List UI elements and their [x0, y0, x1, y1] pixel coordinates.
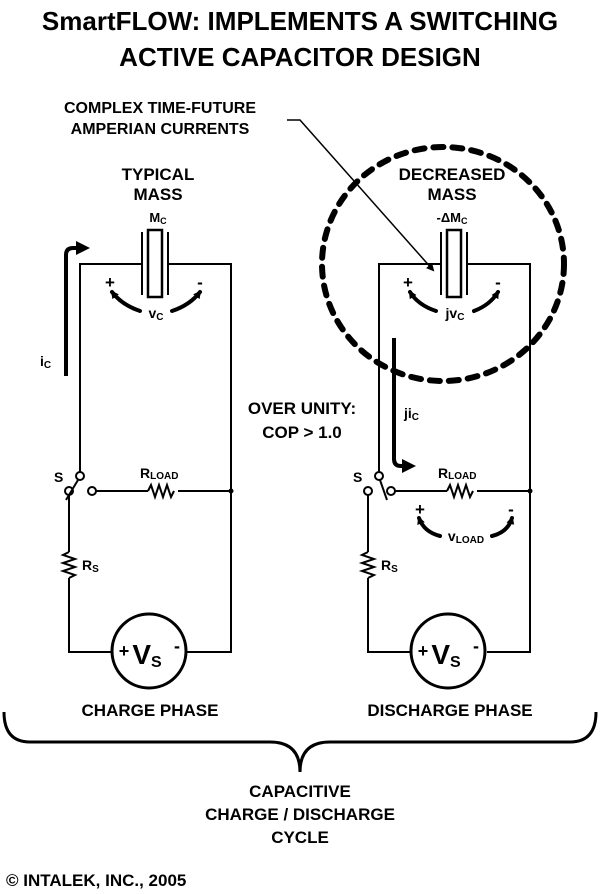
cycle-line-3: CYCLE [271, 828, 329, 847]
left-mass-label: MC [149, 210, 167, 226]
left-wire-top-left [79, 263, 142, 480]
over-unity-line-2: COP > 1.0 [262, 423, 342, 442]
right-source-label: VS [431, 639, 461, 671]
left-current-arrow [64, 241, 90, 376]
right-current-arrow [392, 338, 416, 473]
over-unity-line-1: OVER UNITY: [248, 399, 356, 418]
left-vc-arrow-left [110, 290, 142, 313]
left-rload-icon [147, 481, 175, 501]
right-vload-label: vLOAD [448, 528, 484, 546]
left-source-label: VS [132, 639, 162, 671]
annotation-arrow [287, 119, 435, 272]
right-jic-label: jiC [403, 405, 419, 423]
charge-phase-label: CHARGE PHASE [82, 701, 219, 720]
left-rs-icon [59, 551, 79, 579]
left-vc-label: vC [148, 305, 163, 323]
right-switch-label: S [353, 469, 362, 485]
right-plus: + [403, 273, 413, 292]
right-vc-arrow-left [408, 290, 438, 313]
annotation-line-1: COMPLEX TIME-FUTURE [64, 100, 256, 117]
left-source-plus: + [119, 641, 130, 661]
right-heading-1: DECREASED [399, 165, 506, 184]
left-capacitor-icon [141, 228, 169, 299]
right-rs-icon [358, 551, 378, 579]
left-wire-rs-b [68, 578, 112, 653]
left-minus: - [197, 273, 203, 292]
dashed-circle-region [319, 144, 567, 384]
right-capacitor-icon [440, 228, 468, 299]
right-vc-label: jvC [445, 305, 465, 323]
right-vload-arrow-left [417, 516, 442, 538]
left-plus: + [105, 273, 115, 292]
left-circuit: TYPICAL MASS MC + - vC iC S RLO [40, 165, 234, 720]
title-line-2: ACTIVE CAPACITOR DESIGN [119, 42, 481, 72]
right-mass-label: -ΔMC [436, 210, 468, 226]
right-rload-label: RLOAD [438, 465, 476, 482]
left-heading-2: MASS [133, 185, 182, 204]
left-heading-1: TYPICAL [122, 165, 195, 184]
left-voltage-source-icon [110, 612, 188, 690]
discharge-phase-label: DISCHARGE PHASE [367, 701, 532, 720]
right-rs-label: RS [381, 557, 398, 575]
copyright: © INTALEK, INC., 2005 [6, 871, 186, 890]
right-wire-right [467, 263, 531, 653]
right-switch-icon [363, 471, 396, 501]
right-rload-icon [446, 481, 474, 501]
title-line-1: SmartFLOW: IMPLEMENTS A SWITCHING [42, 6, 558, 36]
cycle-line-2: CHARGE / DISCHARGE [205, 805, 395, 824]
right-heading-2: MASS [427, 185, 476, 204]
left-wire-right [168, 263, 232, 653]
left-source-minus: - [174, 636, 180, 656]
left-junction-dot [228, 488, 234, 494]
left-ic-label: iC [40, 353, 51, 371]
right-source-minus: - [473, 636, 479, 656]
right-wire-rs-b [367, 578, 411, 653]
annotation-line-2: AMPERIAN CURRENTS [71, 121, 250, 138]
brace-icon [2, 711, 598, 773]
right-source-plus: + [418, 641, 429, 661]
right-minus: - [495, 273, 501, 292]
right-vload-plus: + [415, 500, 425, 519]
right-voltage-source-icon [409, 612, 487, 690]
left-switch-label: S [54, 469, 63, 485]
right-junction-dot [527, 488, 533, 494]
left-rs-label: RS [82, 557, 99, 575]
left-vc-arrow-right [170, 290, 202, 313]
right-vload-minus: - [508, 500, 514, 519]
cycle-line-1: CAPACITIVE [249, 782, 351, 801]
right-circuit: DECREASED MASS -ΔMC + - jvC jiC S RLOAD [353, 165, 533, 720]
left-rload-label: RLOAD [140, 465, 178, 482]
right-vload-arrow-right [490, 516, 515, 538]
right-wire-top-left [378, 263, 441, 480]
right-vc-arrow-right [472, 290, 500, 313]
